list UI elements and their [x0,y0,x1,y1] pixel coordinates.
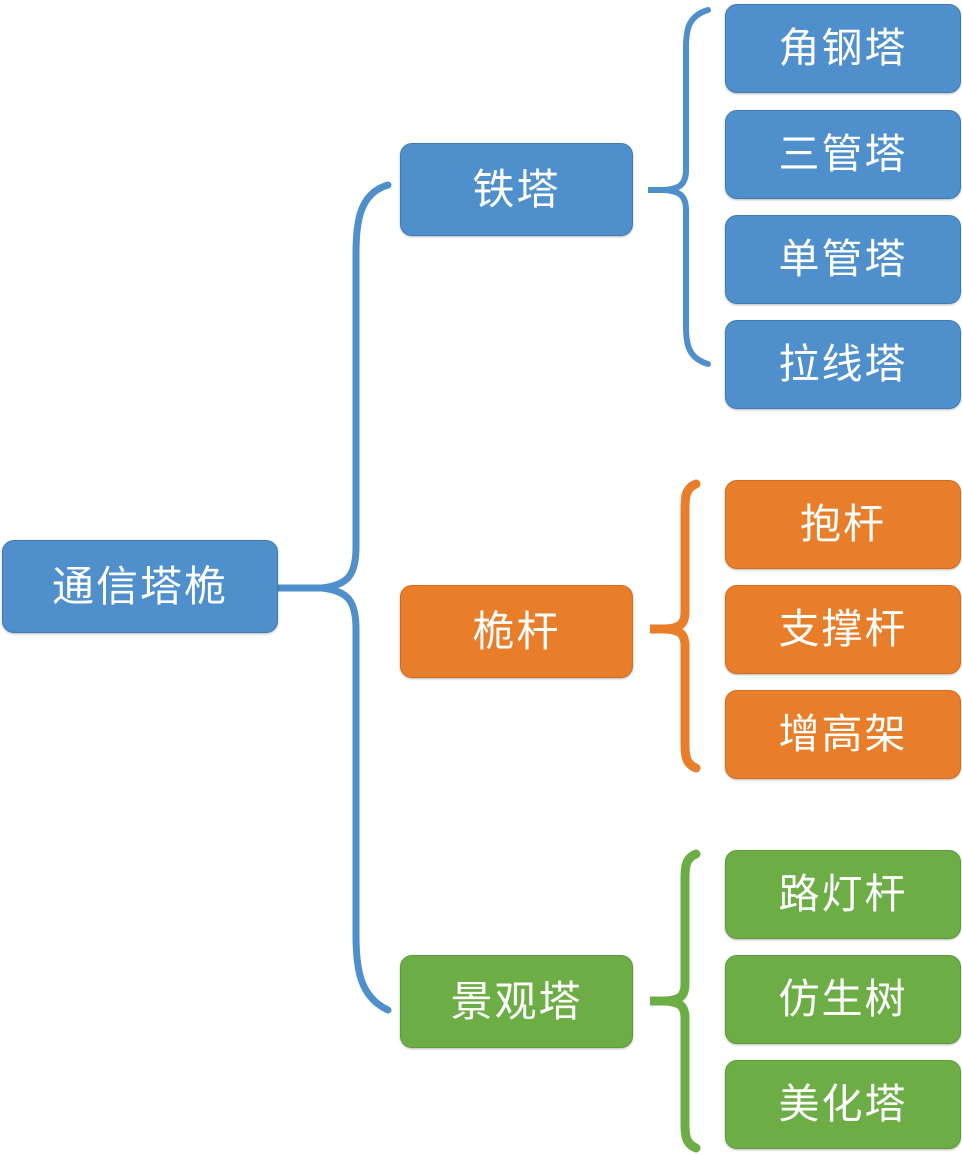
leaf-node[interactable]: 增高架 [725,690,961,779]
branch-brace-green [650,849,701,1153]
leaf-node[interactable]: 三管塔 [725,110,961,199]
leaf-node-label: 增高架 [778,711,908,757]
branch-brace-orange [650,479,701,773]
leaf-node[interactable]: 角钢塔 [725,4,961,93]
root-node[interactable]: 通信塔桅 [2,540,278,633]
root-node-label: 通信塔桅 [51,562,228,610]
branch-node-tower[interactable]: 铁塔 [400,143,633,236]
leaf-node-label: 仿生树 [778,976,908,1022]
leaf-node[interactable]: 路灯杆 [725,850,961,939]
leaf-node-label: 三管塔 [778,131,908,177]
branch-node-tower-label: 铁塔 [472,165,561,213]
branch-node-mast[interactable]: 桅杆 [400,585,633,678]
leaf-node-label: 抱杆 [800,501,886,547]
branch-node-landscape-label: 景观塔 [450,977,583,1025]
leaf-node[interactable]: 单管塔 [725,215,961,304]
branch-node-landscape[interactable]: 景观塔 [400,955,633,1048]
branch-node-mast-label: 桅杆 [472,607,561,655]
main-brace [278,181,392,1014]
leaf-node[interactable]: 抱杆 [725,480,961,569]
leaf-node-label: 角钢塔 [778,25,908,71]
leaf-node[interactable]: 美化塔 [725,1060,961,1149]
leaf-node-label: 美化塔 [778,1081,908,1127]
leaf-node-label: 路灯杆 [778,871,908,917]
leaf-node-label: 单管塔 [778,236,908,282]
leaf-node-label: 支撑杆 [778,606,908,652]
leaf-node[interactable]: 仿生树 [725,955,961,1044]
branch-brace-blue [648,7,711,367]
leaf-node[interactable]: 拉线塔 [725,320,961,409]
leaf-node-label: 拉线塔 [778,341,908,387]
leaf-node[interactable]: 支撑杆 [725,585,961,674]
